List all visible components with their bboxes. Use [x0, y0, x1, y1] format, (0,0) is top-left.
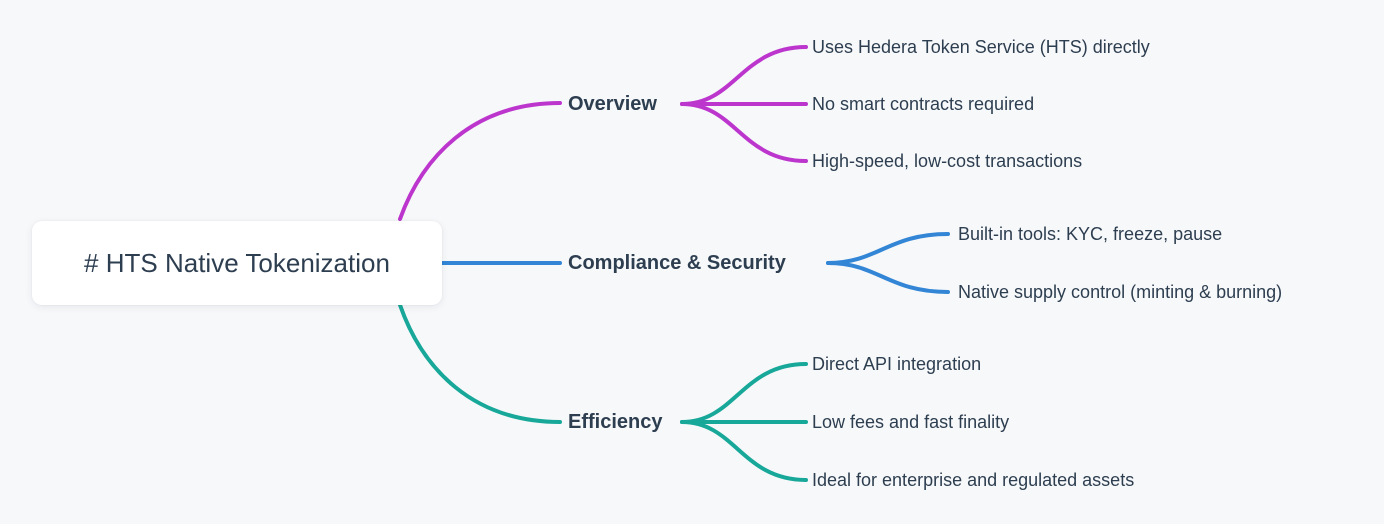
root-node[interactable]: # HTS Native Tokenization	[32, 221, 442, 305]
edge-overview-leaf-1	[680, 45, 808, 106]
branch-node-compliance-security[interactable]: Compliance & Security	[568, 252, 786, 274]
branch-node-efficiency[interactable]: Efficiency	[568, 411, 663, 433]
root-node-label: # HTS Native Tokenization	[84, 247, 390, 278]
edge-compliance-leaf-2	[826, 261, 950, 294]
edge-efficiency-leaf-1	[680, 362, 808, 424]
leaf-node-direct-api-integration[interactable]: Direct API integration	[812, 354, 982, 374]
edge-compliance-leaf-1	[826, 232, 950, 265]
leaf-node-low-fees-fast-finality[interactable]: Low fees and fast finality	[812, 412, 1010, 432]
leaf-node-no-smart-contracts[interactable]: No smart contracts required	[812, 94, 1035, 114]
edge-efficiency-leaf-3	[680, 420, 808, 482]
edge-root-overview	[398, 101, 562, 221]
branch-node-overview[interactable]: Overview	[568, 93, 657, 115]
edge-root-efficiency	[398, 303, 562, 424]
leaf-node-high-speed-low-cost[interactable]: High-speed, low-cost transactions	[812, 151, 1083, 171]
leaf-node-uses-hts-directly[interactable]: Uses Hedera Token Service (HTS) directly	[812, 37, 1150, 57]
leaf-node-ideal-for-enterprise[interactable]: Ideal for enterprise and regulated asset…	[812, 470, 1135, 490]
leaf-node-native-supply-control[interactable]: Native supply control (minting & burning…	[958, 282, 1283, 302]
edge-overview-leaf-3	[680, 102, 808, 163]
leaf-node-built-in-tools[interactable]: Built-in tools: KYC, freeze, pause	[958, 224, 1223, 244]
